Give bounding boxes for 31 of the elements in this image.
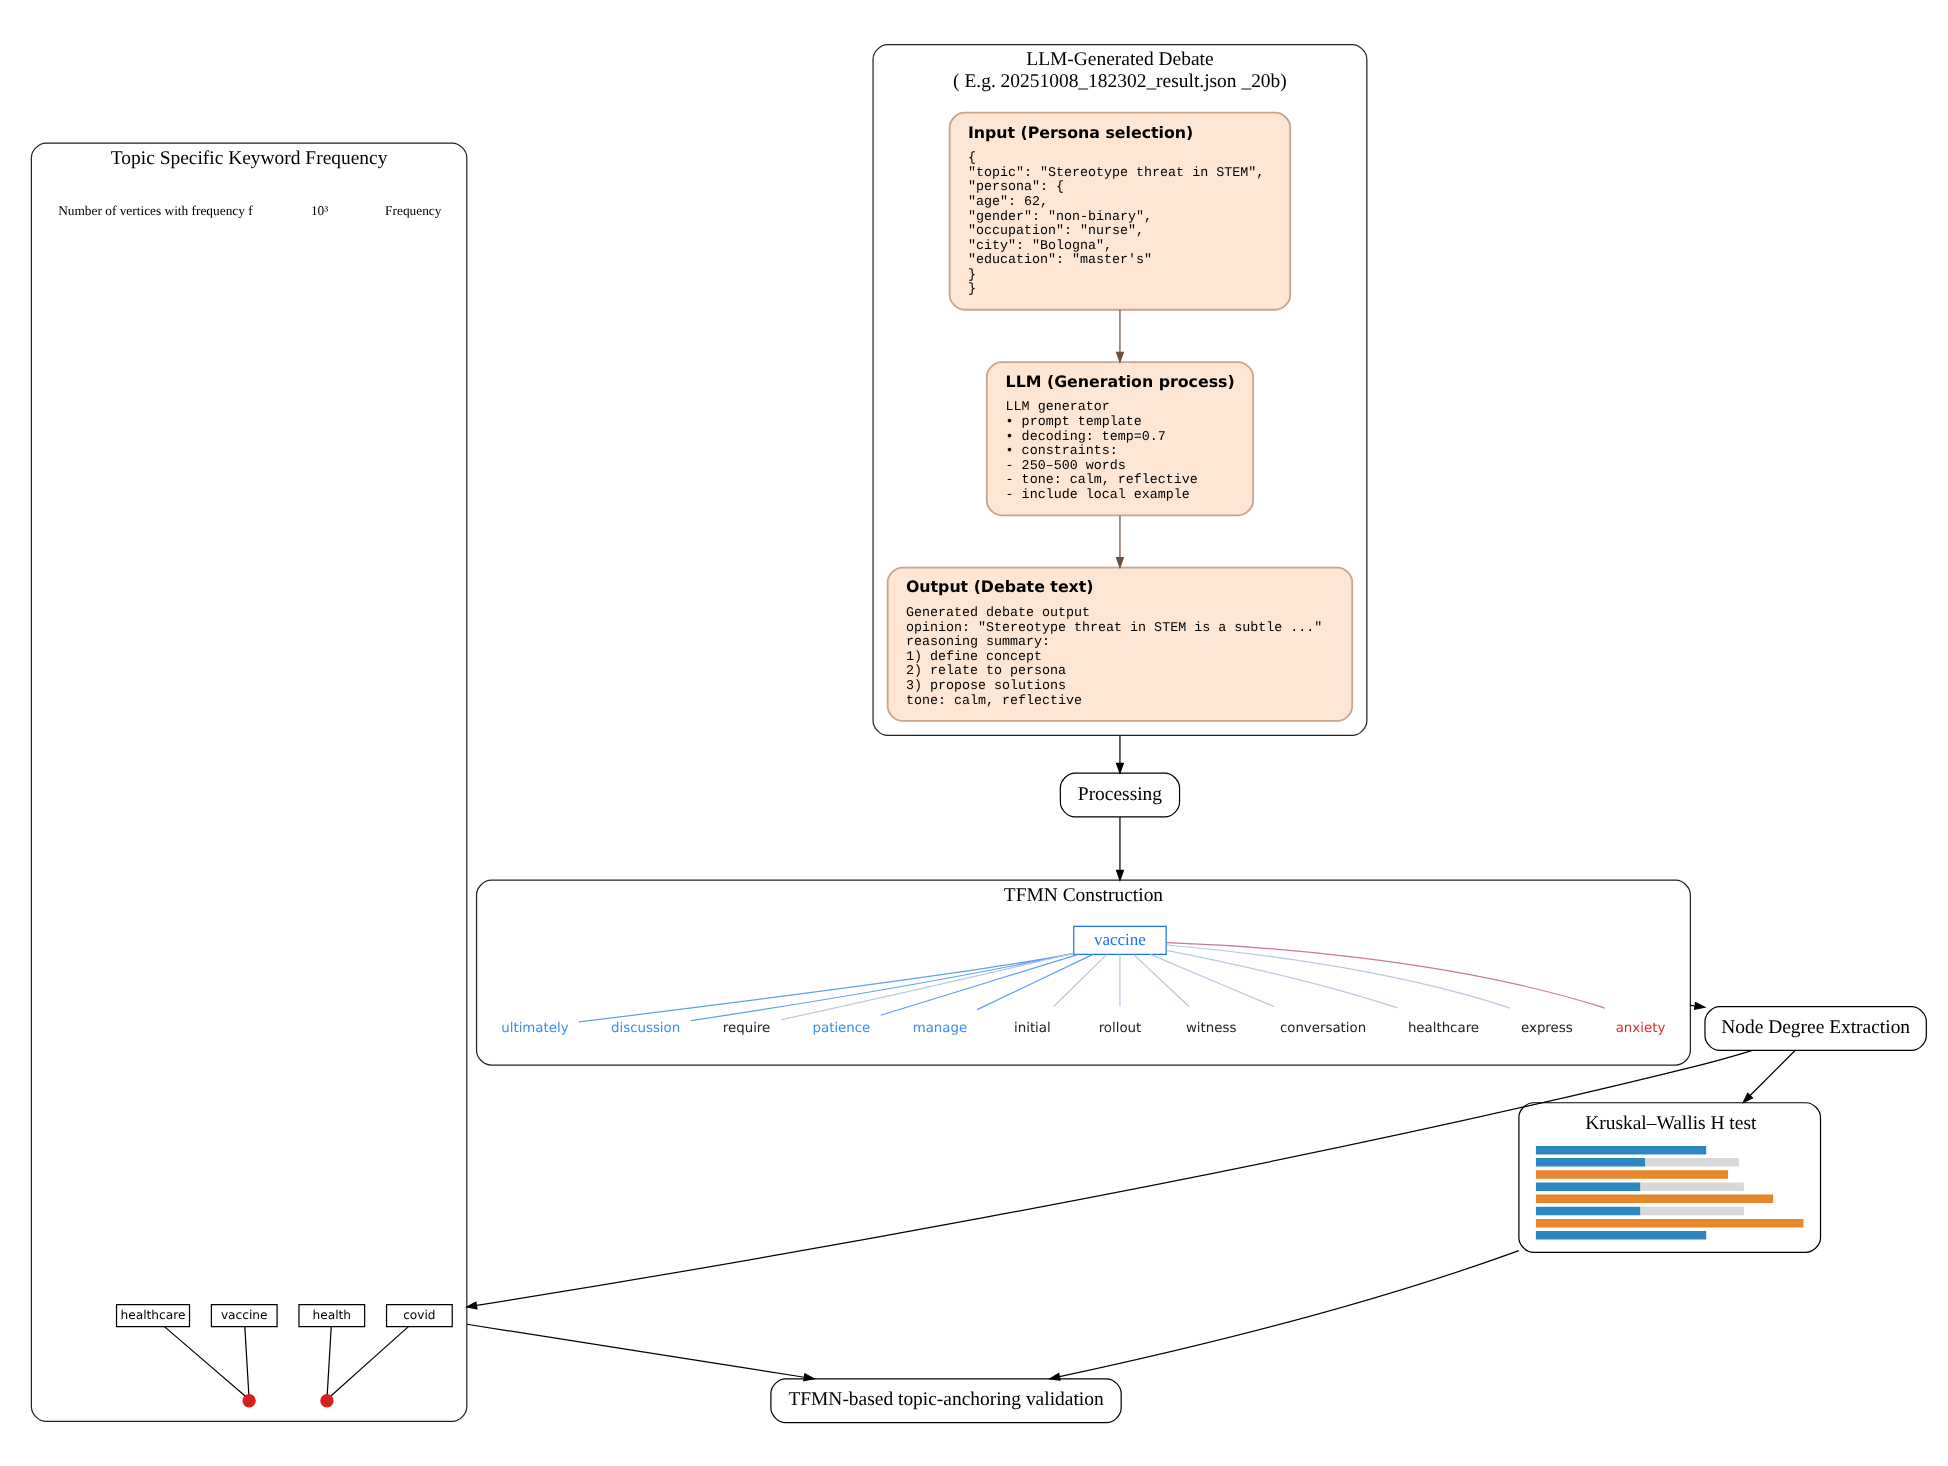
node-box: Node Degree Extraction bbox=[1704, 1006, 1927, 1052]
node-box: TFMN-based topic-anchoring validation bbox=[770, 1378, 1122, 1424]
arrow bbox=[1115, 309, 1125, 364]
node-circle bbox=[320, 1394, 334, 1408]
arrow bbox=[466, 1323, 816, 1382]
node-box: vaccine bbox=[1073, 925, 1167, 955]
arrow bbox=[1048, 1250, 1520, 1381]
connector bbox=[1119, 954, 1121, 1008]
connector bbox=[1053, 954, 1108, 1008]
connector bbox=[330, 1326, 410, 1397]
arrow bbox=[1115, 514, 1125, 570]
node-box: Kruskal–Wallis H test bbox=[1518, 1102, 1822, 1253]
connector bbox=[163, 1326, 246, 1397]
connector bbox=[780, 952, 1074, 1021]
connector bbox=[244, 1326, 250, 1395]
connector bbox=[976, 953, 1094, 1011]
connector bbox=[326, 1326, 332, 1395]
connector bbox=[1166, 944, 1511, 1009]
connector bbox=[1149, 953, 1275, 1008]
connector bbox=[1165, 949, 1398, 1009]
connector bbox=[1133, 954, 1190, 1008]
connector bbox=[880, 953, 1079, 1016]
node-circle bbox=[242, 1394, 256, 1408]
connector bbox=[578, 952, 1074, 1023]
arrow bbox=[1115, 734, 1125, 775]
node-box: Processing bbox=[1059, 772, 1181, 818]
connector bbox=[690, 952, 1074, 1022]
arrow bbox=[465, 1049, 1753, 1310]
arrow bbox=[1741, 1049, 1796, 1104]
arrow bbox=[1115, 816, 1125, 882]
connector bbox=[1165, 942, 1606, 1009]
